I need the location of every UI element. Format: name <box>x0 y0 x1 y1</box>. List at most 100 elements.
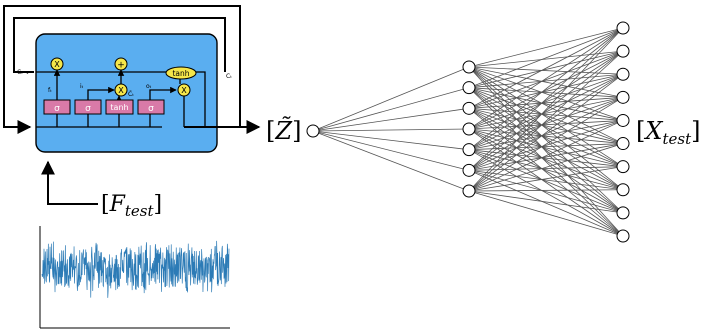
network-edge <box>468 96 624 151</box>
network-edge <box>468 66 624 191</box>
network-edge <box>468 87 624 191</box>
network-edge <box>468 73 624 192</box>
network-edge <box>312 128 470 132</box>
network-edge <box>468 120 624 151</box>
network-edge <box>468 128 624 191</box>
network-edge <box>468 66 624 75</box>
op-output-multiply-label: X <box>181 86 187 95</box>
op-cell-tanh: tanh <box>165 66 197 80</box>
network-edge <box>468 66 624 121</box>
network-edge <box>468 27 624 68</box>
network-edge <box>468 66 624 98</box>
network-edge <box>468 50 624 130</box>
network-node-layer-3 <box>616 206 630 220</box>
op-input-multiply: X <box>114 83 128 97</box>
label-c-prev: Cₜ₋₁ <box>17 69 29 76</box>
gate-candidate-label: tanh <box>110 103 128 112</box>
cell-state-line <box>36 71 206 127</box>
network-edge <box>468 87 624 121</box>
network-edge <box>468 87 624 98</box>
network-edge <box>468 27 624 171</box>
network-node-layer-3 <box>616 229 630 243</box>
network-node-layer-3 <box>616 137 630 151</box>
o-to-mult <box>149 86 177 100</box>
network-node-layer-3 <box>616 90 630 104</box>
gate-forget: σ <box>43 99 71 115</box>
network-edge <box>468 50 624 151</box>
network-edge <box>468 87 624 168</box>
network-edge <box>468 169 624 191</box>
network-node-layer-3 <box>616 113 630 127</box>
input-arrow <box>41 160 98 205</box>
input-label: [Ftest] <box>101 192 162 220</box>
network-edge <box>468 73 624 130</box>
network-edge <box>468 143 624 171</box>
input-label-var: F <box>109 192 126 217</box>
network-edge <box>468 120 624 130</box>
network-node-layer-2 <box>462 81 476 95</box>
network-edge <box>468 50 624 68</box>
network-node-layer-2 <box>462 143 476 157</box>
label-c-tilde: C̃ₜ <box>128 91 134 98</box>
op-input-multiply-label: X <box>118 86 124 95</box>
gate-input-label: σ <box>85 104 91 114</box>
network-node-layer-3 <box>616 160 630 174</box>
network-edge <box>312 130 470 171</box>
input-label-open: [ <box>101 192 110 217</box>
network-edge <box>468 149 624 214</box>
network-edge <box>468 108 624 214</box>
network-edge <box>468 107 624 144</box>
network-edge <box>468 128 624 214</box>
decoder-network-nodes <box>306 21 630 243</box>
network-edge <box>312 87 470 132</box>
gate-output-label: σ <box>148 104 154 114</box>
input-label-sub: test <box>125 202 155 220</box>
network-edge <box>468 27 624 89</box>
network-edge <box>468 143 624 192</box>
network-node-layer-2 <box>462 163 476 177</box>
network-node-layer-2 <box>462 60 476 74</box>
recurrent-loops <box>3 5 241 134</box>
network-edge <box>468 50 624 192</box>
network-edge <box>468 189 624 192</box>
svg-text:[Z̃]: [Z̃] <box>266 117 301 145</box>
op-forget-multiply-label: X <box>54 60 60 69</box>
network-edge <box>468 149 624 168</box>
op-add-label: + <box>117 61 125 71</box>
gate-input: σ <box>74 99 102 115</box>
network-edge <box>468 27 624 130</box>
network-edge <box>468 27 624 150</box>
network-edge <box>468 50 624 171</box>
label-f-t: fₜ <box>48 87 52 94</box>
network-edge <box>468 87 624 214</box>
output-label-var: X <box>643 117 663 145</box>
gate-candidate: tanh <box>105 99 134 115</box>
network-node-layer-3 <box>616 21 630 35</box>
network-edge <box>468 73 624 109</box>
network-node-layer-3 <box>616 67 630 81</box>
label-i-t: iₜ <box>80 83 84 90</box>
network-edge <box>468 96 624 109</box>
network-edge <box>312 130 470 192</box>
network-edge <box>468 120 624 171</box>
i-to-mult <box>87 86 115 100</box>
network-edge <box>468 96 624 192</box>
op-output-multiply: X <box>177 83 191 97</box>
network-edge <box>468 73 624 89</box>
decoder-network-edges <box>312 27 624 237</box>
network-edge <box>468 96 624 171</box>
input-signal-plot <box>39 226 230 329</box>
lstm-internal-lines <box>36 69 206 128</box>
label-o-t: oₜ <box>146 83 152 90</box>
network-node-layer-2 <box>462 122 476 136</box>
output-label-open: [ <box>636 117 645 145</box>
network-edge <box>468 73 624 171</box>
network-edge <box>468 120 624 192</box>
input-label-close: ] <box>154 192 163 217</box>
network-edge <box>468 50 624 89</box>
network-node-layer-3 <box>616 183 630 197</box>
cell-loop-inner <box>13 17 226 73</box>
label-c-t: Cₜ <box>226 73 232 80</box>
network-edge <box>468 190 624 214</box>
